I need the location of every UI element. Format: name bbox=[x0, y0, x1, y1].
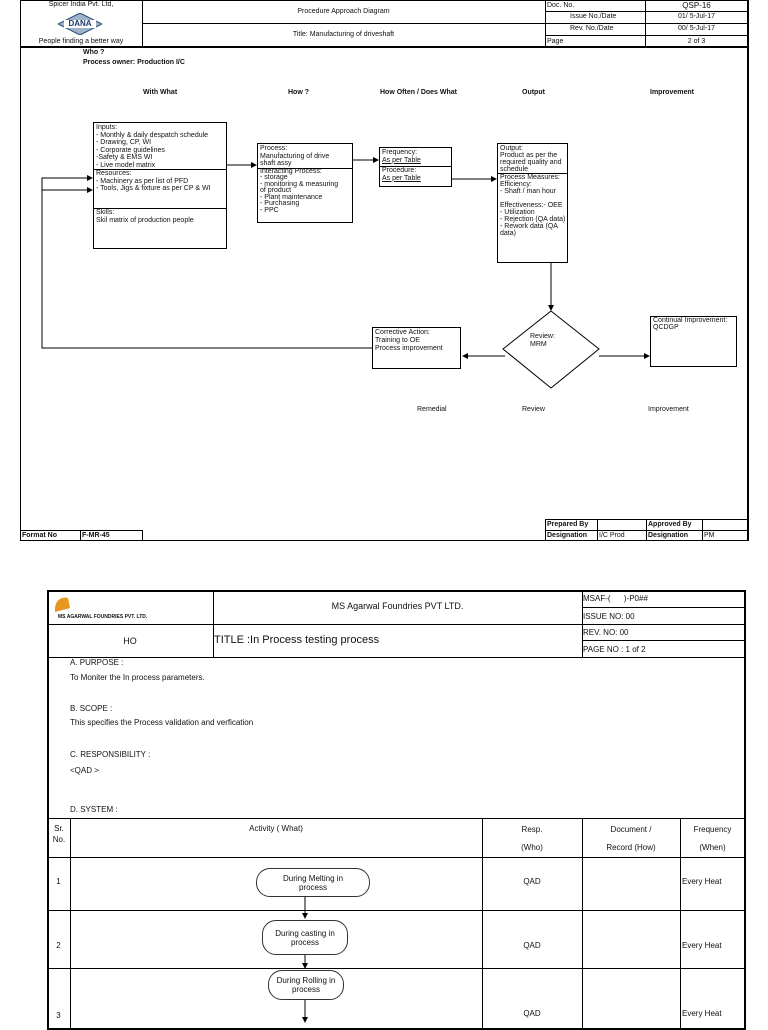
system-heading: D. SYSTEM : bbox=[70, 805, 118, 814]
doc2-title: TITLE :In Process testing process bbox=[214, 634, 380, 646]
purpose-heading: A. PURPOSE : bbox=[70, 658, 124, 667]
col-with-what: With What bbox=[143, 89, 178, 96]
doc1-header bbox=[20, 0, 749, 48]
purpose-text: To Moniter the In process parameters. bbox=[70, 673, 205, 682]
review-diamond bbox=[502, 310, 600, 389]
header-sr-no: Sr. No. bbox=[52, 824, 66, 844]
header-activity: Activity ( What) bbox=[249, 824, 303, 833]
company-name-2: MS Agarwal Foundries PVT LTD. bbox=[331, 601, 464, 611]
frequency-box: Frequency:As per Table Procedure:As per … bbox=[379, 147, 452, 187]
foundry-logo-icon: MS AGARWAL FOUNDRIES PVT. LTD. bbox=[52, 594, 207, 622]
location: HO bbox=[123, 636, 137, 646]
company-name: Spicer India Pvt. Ltd, bbox=[48, 1, 114, 8]
process-owner: Process owner: Production I/C bbox=[83, 59, 185, 66]
col-improvement: Improvement bbox=[650, 89, 694, 96]
label-improvement: Improvement bbox=[648, 406, 689, 413]
activity-melting: During Melting in process bbox=[256, 868, 370, 897]
dana-logo: DANA bbox=[58, 13, 102, 35]
responsibility-text: <QAD > bbox=[70, 766, 99, 775]
flow-connectors bbox=[41, 157, 650, 389]
col-how: How ? bbox=[288, 89, 309, 96]
doc-title: Title: Manufacturing of driveshaft bbox=[292, 31, 395, 38]
responsibility-heading: C. RESPONSIBILITY : bbox=[70, 750, 151, 759]
activity-rolling: During Rolling in process bbox=[268, 970, 344, 1000]
activity-casting: During casting in process bbox=[262, 920, 348, 955]
format-row bbox=[20, 530, 143, 541]
scope-text: This specifies the Process validation an… bbox=[70, 718, 254, 727]
inputs-box: Inputs:- Monthly & daily despatch schedu… bbox=[93, 122, 227, 249]
review-label: Review:MRM bbox=[530, 333, 555, 348]
label-review: Review bbox=[522, 406, 545, 413]
doc2-frame bbox=[47, 590, 746, 1030]
scope-heading: B. SCOPE : bbox=[70, 704, 113, 713]
tagline: People finding a better way bbox=[38, 38, 124, 45]
continual-improvement-box: Continual Improvement:QCDGP bbox=[650, 316, 737, 367]
label-remedial: Remedial bbox=[417, 406, 447, 413]
doc-heading: Procedure Approach Diagram bbox=[297, 8, 390, 15]
who-label: Who ? bbox=[83, 49, 105, 56]
col-how-often: How Often / Does What bbox=[380, 89, 457, 96]
col-output: Output bbox=[522, 89, 545, 96]
